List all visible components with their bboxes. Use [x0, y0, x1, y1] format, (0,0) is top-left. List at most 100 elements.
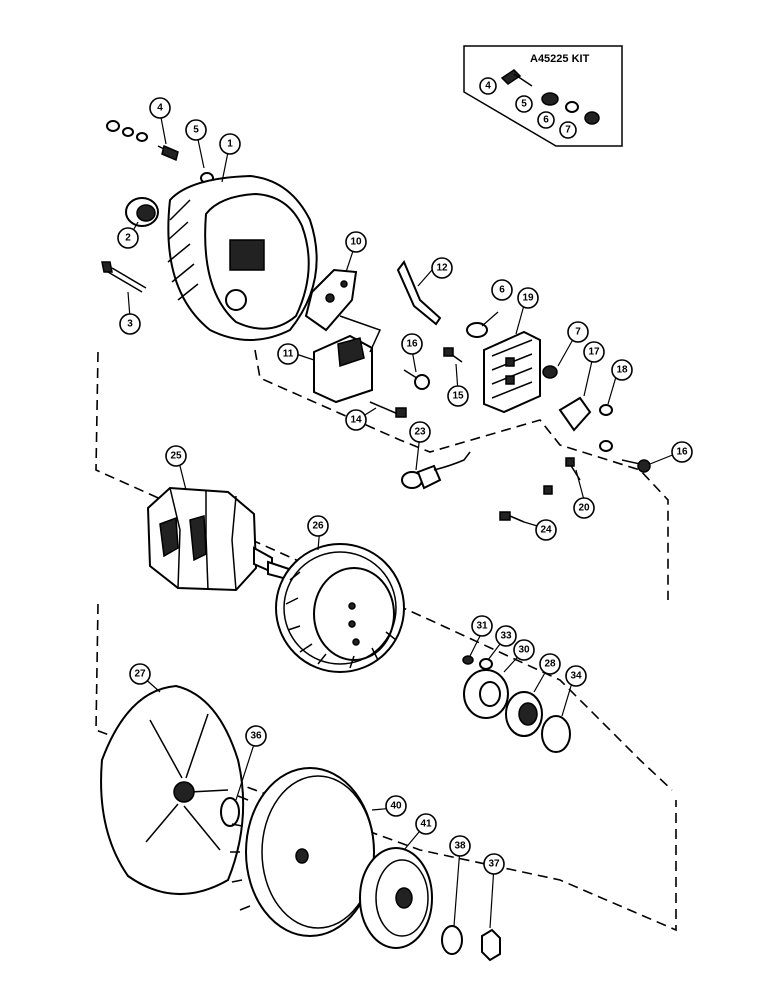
screw-24-a — [499, 511, 525, 523]
callout-38: 38 — [449, 835, 471, 857]
callout-1: 1 — [219, 133, 241, 155]
callout-6: 6 — [491, 279, 513, 301]
rectifier-bridge — [483, 330, 541, 414]
stud-bolt — [157, 144, 179, 162]
svg-text:7: 7 — [565, 125, 571, 136]
kit-callout-6: 6 — [537, 111, 555, 129]
pulley — [359, 847, 433, 949]
svg-text:34: 34 — [570, 671, 582, 682]
kit-box: A45225 KIT 4 5 6 7 — [463, 45, 623, 147]
svg-text:15: 15 — [452, 391, 464, 402]
callout-26: 26 — [307, 515, 329, 537]
svg-text:10: 10 — [350, 237, 362, 248]
kit-washer-5 — [541, 92, 559, 106]
rotor — [146, 486, 299, 592]
svg-text:1: 1 — [227, 139, 233, 150]
svg-text:31: 31 — [476, 621, 488, 632]
front-housing — [100, 684, 245, 896]
svg-text:27: 27 — [134, 669, 146, 680]
terminal-washer — [599, 404, 613, 416]
callout-24: 24 — [535, 519, 557, 541]
pulley-washer — [441, 925, 463, 955]
kit-nut-7 — [584, 111, 600, 125]
callout-28: 28 — [539, 653, 561, 675]
svg-text:17: 17 — [588, 347, 600, 358]
screw-16-top — [403, 369, 430, 390]
svg-text:18: 18 — [616, 365, 628, 376]
svg-text:11: 11 — [283, 349, 294, 360]
svg-text:38: 38 — [454, 841, 466, 852]
screw-16-right — [621, 459, 651, 473]
kit-washer-6 — [565, 101, 579, 113]
svg-text:5: 5 — [521, 99, 527, 110]
callout-41: 41 — [415, 813, 437, 835]
callout-5: 5 — [185, 119, 207, 141]
spacer-washer — [541, 715, 571, 753]
svg-text:33: 33 — [500, 631, 512, 642]
front-spacer — [220, 797, 240, 827]
insulating-washer — [466, 322, 488, 338]
svg-text:4: 4 — [485, 81, 491, 92]
callout-16-right: 16 — [671, 441, 693, 463]
brush-holder-bracket — [304, 268, 358, 332]
svg-text:14: 14 — [350, 415, 362, 426]
callout-10: 10 — [345, 231, 367, 253]
callout-30: 30 — [513, 639, 535, 661]
callout-19: 19 — [517, 287, 539, 309]
callout-31: 31 — [471, 615, 493, 637]
svg-text:28: 28 — [544, 659, 556, 670]
svg-text:25: 25 — [170, 451, 182, 462]
callout-36: 36 — [245, 725, 267, 747]
svg-text:20: 20 — [578, 503, 590, 514]
svg-text:19: 19 — [522, 293, 534, 304]
callout-37: 37 — [483, 853, 505, 875]
svg-text:36: 36 — [250, 731, 262, 742]
svg-text:4: 4 — [157, 103, 163, 114]
kit-callout-5: 5 — [515, 95, 533, 113]
svg-text:16: 16 — [676, 447, 688, 458]
kit-callout-4: 4 — [479, 77, 497, 95]
pulley-nut — [481, 928, 501, 962]
svg-text:30: 30 — [518, 645, 530, 656]
callout-4: 4 — [149, 97, 171, 119]
svg-text:41: 41 — [420, 819, 432, 830]
svg-text:5: 5 — [193, 125, 199, 136]
voltage-regulator — [313, 315, 382, 404]
callout-15: 15 — [447, 385, 469, 407]
through-bolt — [101, 261, 147, 293]
bearing — [505, 691, 543, 737]
bushing — [125, 197, 159, 227]
callout-14: 14 — [345, 409, 367, 431]
svg-text:6: 6 — [499, 285, 505, 296]
svg-text:2: 2 — [125, 233, 131, 244]
capacitor — [401, 451, 471, 490]
svg-text:6: 6 — [543, 115, 549, 126]
terminal-clip — [558, 396, 592, 432]
callout-7: 7 — [567, 321, 589, 343]
svg-text:3: 3 — [127, 319, 133, 330]
callout-12: 12 — [431, 257, 453, 279]
callout-33: 33 — [495, 625, 517, 647]
upper-group-boundary — [95, 349, 673, 791]
callout-20: 20 — [573, 497, 595, 519]
svg-text:16: 16 — [406, 339, 418, 350]
callout-11: 11 — [277, 343, 299, 365]
stator — [275, 543, 405, 673]
svg-text:12: 12 — [436, 263, 448, 274]
svg-text:26: 26 — [312, 521, 324, 532]
callout-40: 40 — [385, 795, 407, 817]
callout-3: 3 — [119, 313, 141, 335]
kit-title: A45225 KIT — [530, 53, 590, 65]
callout-16: 16 — [401, 333, 423, 355]
screw-15 — [443, 347, 463, 363]
bearing-retainer — [463, 669, 509, 719]
svg-text:7: 7 — [575, 327, 581, 338]
callout-2: 2 — [117, 227, 139, 249]
callout-27: 27 — [129, 663, 151, 685]
screw-14 — [369, 401, 407, 418]
callout-17: 17 — [583, 341, 605, 363]
lower-group-boundary — [95, 603, 677, 932]
callout-18: 18 — [611, 359, 633, 381]
screw-24-b — [543, 485, 553, 495]
